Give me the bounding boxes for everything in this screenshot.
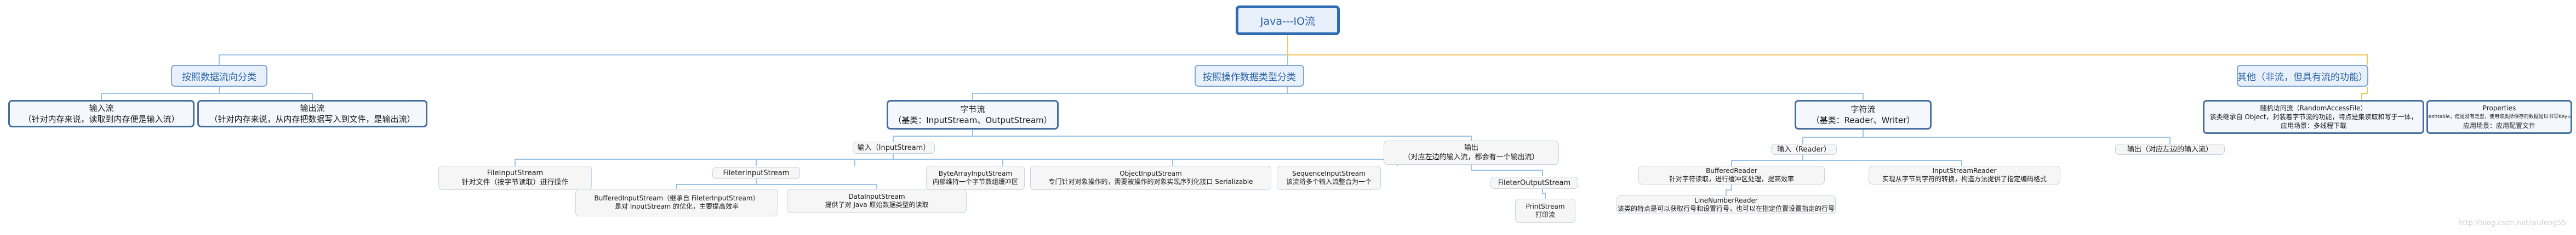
- properties-desc1: 该类继承自 Hashtable，但是没有泛型，使用该类所保存的数据是以书写Key…: [2426, 114, 2572, 120]
- byte-output-desc: （对应左边的输入流，都会有一个输出流）: [1403, 153, 1539, 161]
- byte-stream-title: 字节流: [960, 104, 985, 114]
- filter-output-stream-label: FileterOutputStream: [1498, 178, 1571, 187]
- random-access-file-node[interactable]: 随机访问流（RandomAccessFile） 该类继承自 Object，封装着…: [2203, 100, 2424, 134]
- connector-filter-output-children: [1542, 189, 1546, 199]
- char-output-label: 输出（对应左边的输入流）: [2127, 145, 2213, 154]
- input-stream-reader-desc: 实现从字节到字符的转换，构造方法提供了指定编码格式: [1882, 175, 2047, 183]
- buffered-reader-title: BufferedReader: [1706, 167, 1757, 175]
- properties-title: Properties: [2482, 104, 2516, 112]
- buffered-reader-node[interactable]: BufferedReader 针对字符读取，进行缓冲区处理，提高效率: [1638, 166, 1825, 184]
- connector-char-children: [1802, 130, 2171, 144]
- connector-char-input-children: [1726, 155, 1962, 195]
- buffered-reader-desc: 针对字符读取，进行缓冲区处理，提高效率: [1669, 175, 1794, 183]
- branch-type-label: 按照操作数据类型分类: [1203, 71, 1296, 83]
- connector-byte-output-children: [1471, 165, 1543, 176]
- char-stream-node[interactable]: 字符流 （基类：Reader、Writer）: [1795, 100, 1932, 130]
- object-input-stream-title: ObjectInputStream: [1119, 170, 1182, 177]
- line-number-reader-title: LineNumberReader: [1694, 197, 1758, 204]
- print-stream-title: PrintStream: [1526, 203, 1565, 210]
- properties-desc2: 应用场景：应用配置文件: [2463, 122, 2535, 130]
- buffered-input-stream-title: BufferedInputStream（继承自 FileterInputStre…: [594, 194, 759, 202]
- sequence-input-stream-title: SequenceInputStream: [1292, 170, 1366, 177]
- watermark-text: http://blog.csdn.net/wufeng55: [2458, 219, 2566, 227]
- print-stream-desc: 打印流: [1535, 211, 1555, 219]
- filter-input-stream-label: FileterInputStream: [723, 169, 790, 177]
- root-node[interactable]: Java---IO流: [1236, 5, 1340, 35]
- file-input-stream-node[interactable]: FileInputStream 针对文件（按字节读取）进行操作: [438, 166, 592, 190]
- char-stream-title: 字符流: [1850, 104, 1876, 114]
- connector-other-children: [2361, 87, 2368, 100]
- connector-byte-input-children: [515, 154, 1398, 166]
- byte-input-node[interactable]: 输入（InputStream）: [853, 142, 935, 154]
- filter-output-stream-node[interactable]: FileterOutputStream: [1490, 177, 1578, 189]
- char-input-node[interactable]: 输入（Reader）: [1771, 144, 1837, 155]
- properties-node[interactable]: Properties 该类继承自 Hashtable，但是没有泛型，使用该类所保…: [2426, 100, 2572, 134]
- line-number-reader-desc: 该类的特点是可以获取行号和设置行号，也可以在指定位置设置指定的行号: [1617, 205, 1835, 212]
- connector-type-children: [972, 87, 1864, 100]
- data-input-stream-desc: 提供了对 Java 原始数据类型的读取: [825, 201, 929, 209]
- connector-root-direction: [219, 33, 1288, 65]
- byte-array-input-stream-node[interactable]: ByteArrayInputStream 内部维持一个字节数组缓冲区: [926, 166, 1025, 190]
- random-access-file-desc2: 应用场景：多线程下载: [2280, 122, 2346, 130]
- input-stream-desc: （针对内存来说，读取到内存便是输入流）: [23, 114, 180, 124]
- buffered-input-stream-desc: 是对 InputStream 的优化，主要提高效率: [614, 203, 739, 210]
- output-stream-title: 输出流: [300, 103, 325, 113]
- byte-input-label: 输入（InputStream）: [857, 143, 930, 152]
- output-stream-desc: （针对内存来说，从内存把数据写入到文件，是输出流）: [209, 114, 415, 124]
- data-input-stream-node[interactable]: DataInputStream 提供了对 Java 原始数据类型的读取: [787, 189, 967, 213]
- input-stream-reader-title: InputStreamReader: [1932, 167, 1997, 175]
- output-stream-node[interactable]: 输出流 （针对内存来说，从内存把数据写入到文件，是输出流）: [197, 100, 427, 127]
- branch-direction-label: 按照数据流向分类: [182, 71, 256, 83]
- byte-stream-desc: （基类：InputStream、OutputStream）: [893, 115, 1052, 125]
- branch-other-label: 其他（非流，但具有流的功能）: [2237, 71, 2368, 83]
- byte-output-node[interactable]: 输出 （对应左边的输入流，都会有一个输出流）: [1384, 141, 1559, 165]
- connector-root-other: [1287, 33, 2368, 65]
- branch-direction[interactable]: 按照数据流向分类: [171, 65, 267, 87]
- input-stream-node[interactable]: 输入流 （针对内存来说，读取到内存便是输入流）: [8, 100, 195, 127]
- byte-array-input-stream-title: ByteArrayInputStream: [938, 170, 1013, 177]
- random-access-file-title: 随机访问流（RandomAccessFile）: [2260, 104, 2367, 112]
- char-output-node[interactable]: 输出（对应左边的输入流）: [2115, 144, 2225, 155]
- root-label: Java---IO流: [1260, 15, 1316, 27]
- input-stream-title: 输入流: [89, 103, 114, 113]
- file-input-stream-desc: 针对文件（按字节读取）进行操作: [461, 178, 569, 187]
- byte-array-input-stream-desc: 内部维持一个字节数组缓冲区: [932, 178, 1018, 186]
- char-stream-desc: （基类：Reader、Writer）: [1811, 115, 1915, 125]
- sequence-input-stream-node[interactable]: SequenceInputStream 该流将多个输入流整合为一个: [1277, 166, 1381, 190]
- connector-byte-children: [893, 130, 1472, 142]
- filter-input-stream-node[interactable]: FileterInputStream: [712, 167, 800, 179]
- connector-filter-input-children: [676, 179, 877, 189]
- char-input-label: 输入（Reader）: [1777, 145, 1831, 154]
- input-stream-reader-node[interactable]: InputStreamReader 实现从字节到字符的转换，构造方法提供了指定编…: [1869, 166, 2060, 184]
- file-input-stream-title: FileInputStream: [487, 169, 544, 177]
- random-access-file-desc1: 该类继承自 Object，封装着字节流的功能，特点是集读取和写于一体，: [2209, 113, 2418, 121]
- connector-direction-children: [101, 87, 313, 100]
- branch-other[interactable]: 其他（非流，但具有流的功能）: [2237, 65, 2368, 87]
- sequence-input-stream-desc: 该流将多个输入流整合为一个: [1286, 178, 1372, 186]
- object-input-stream-desc: 专门针对对象操作的，需要被操作的对象实现序列化接口 Serializable: [1048, 178, 1253, 186]
- branch-type[interactable]: 按照操作数据类型分类: [1195, 65, 1304, 87]
- object-input-stream-node[interactable]: ObjectInputStream 专门针对对象操作的，需要被操作的对象实现序列…: [1030, 166, 1271, 190]
- line-number-reader-node[interactable]: LineNumberReader 该类的特点是可以获取行号和设置行号，也可以在指…: [1617, 195, 1836, 214]
- print-stream-node[interactable]: PrintStream 打印流: [1515, 199, 1575, 223]
- data-input-stream-title: DataInputStream: [848, 193, 905, 200]
- buffered-input-stream-node[interactable]: BufferedInputStream（继承自 FileterInputStre…: [575, 189, 778, 216]
- byte-output-title: 输出: [1464, 144, 1478, 152]
- byte-stream-node[interactable]: 字节流 （基类：InputStream、OutputStream）: [887, 100, 1059, 130]
